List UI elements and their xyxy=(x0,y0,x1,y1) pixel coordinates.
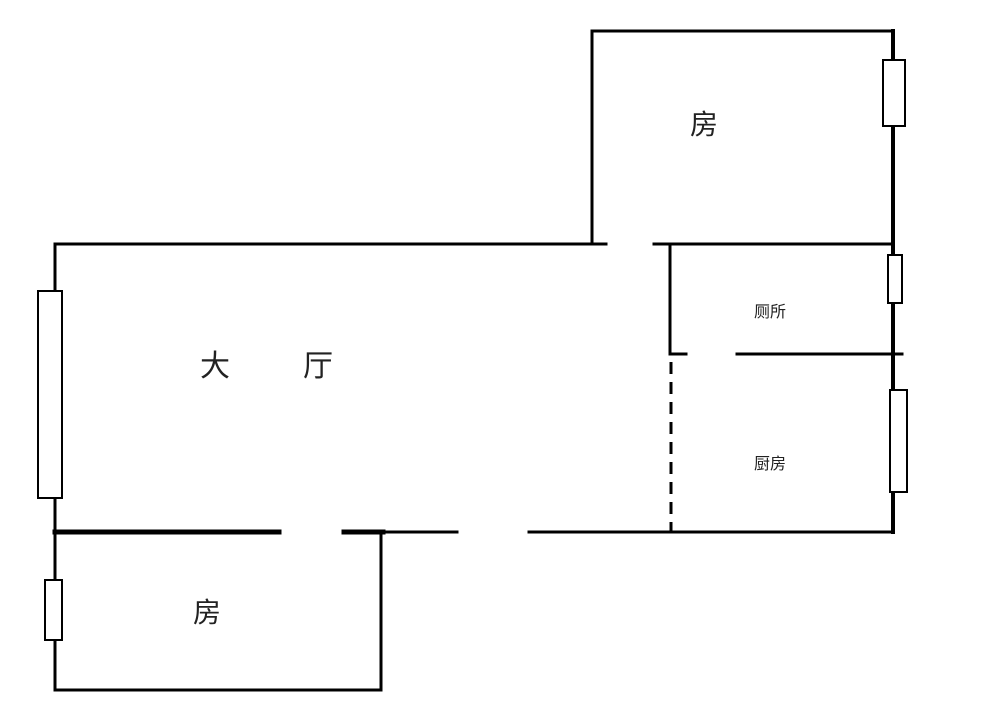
window-top-bedroom xyxy=(882,59,906,127)
window-living-west xyxy=(37,290,63,499)
window-kitchen xyxy=(889,389,908,493)
window-bottom-bedroom xyxy=(44,579,63,641)
label-bedroom-top: 房 xyxy=(690,108,718,141)
label-living-left: 大 xyxy=(200,349,230,384)
window-toilet xyxy=(887,254,903,304)
label-living-right: 厅 xyxy=(303,349,333,384)
label-toilet: 厕所 xyxy=(754,302,786,321)
label-kitchen: 厨房 xyxy=(754,454,786,473)
label-bedroom-bottom: 房 xyxy=(193,596,221,629)
